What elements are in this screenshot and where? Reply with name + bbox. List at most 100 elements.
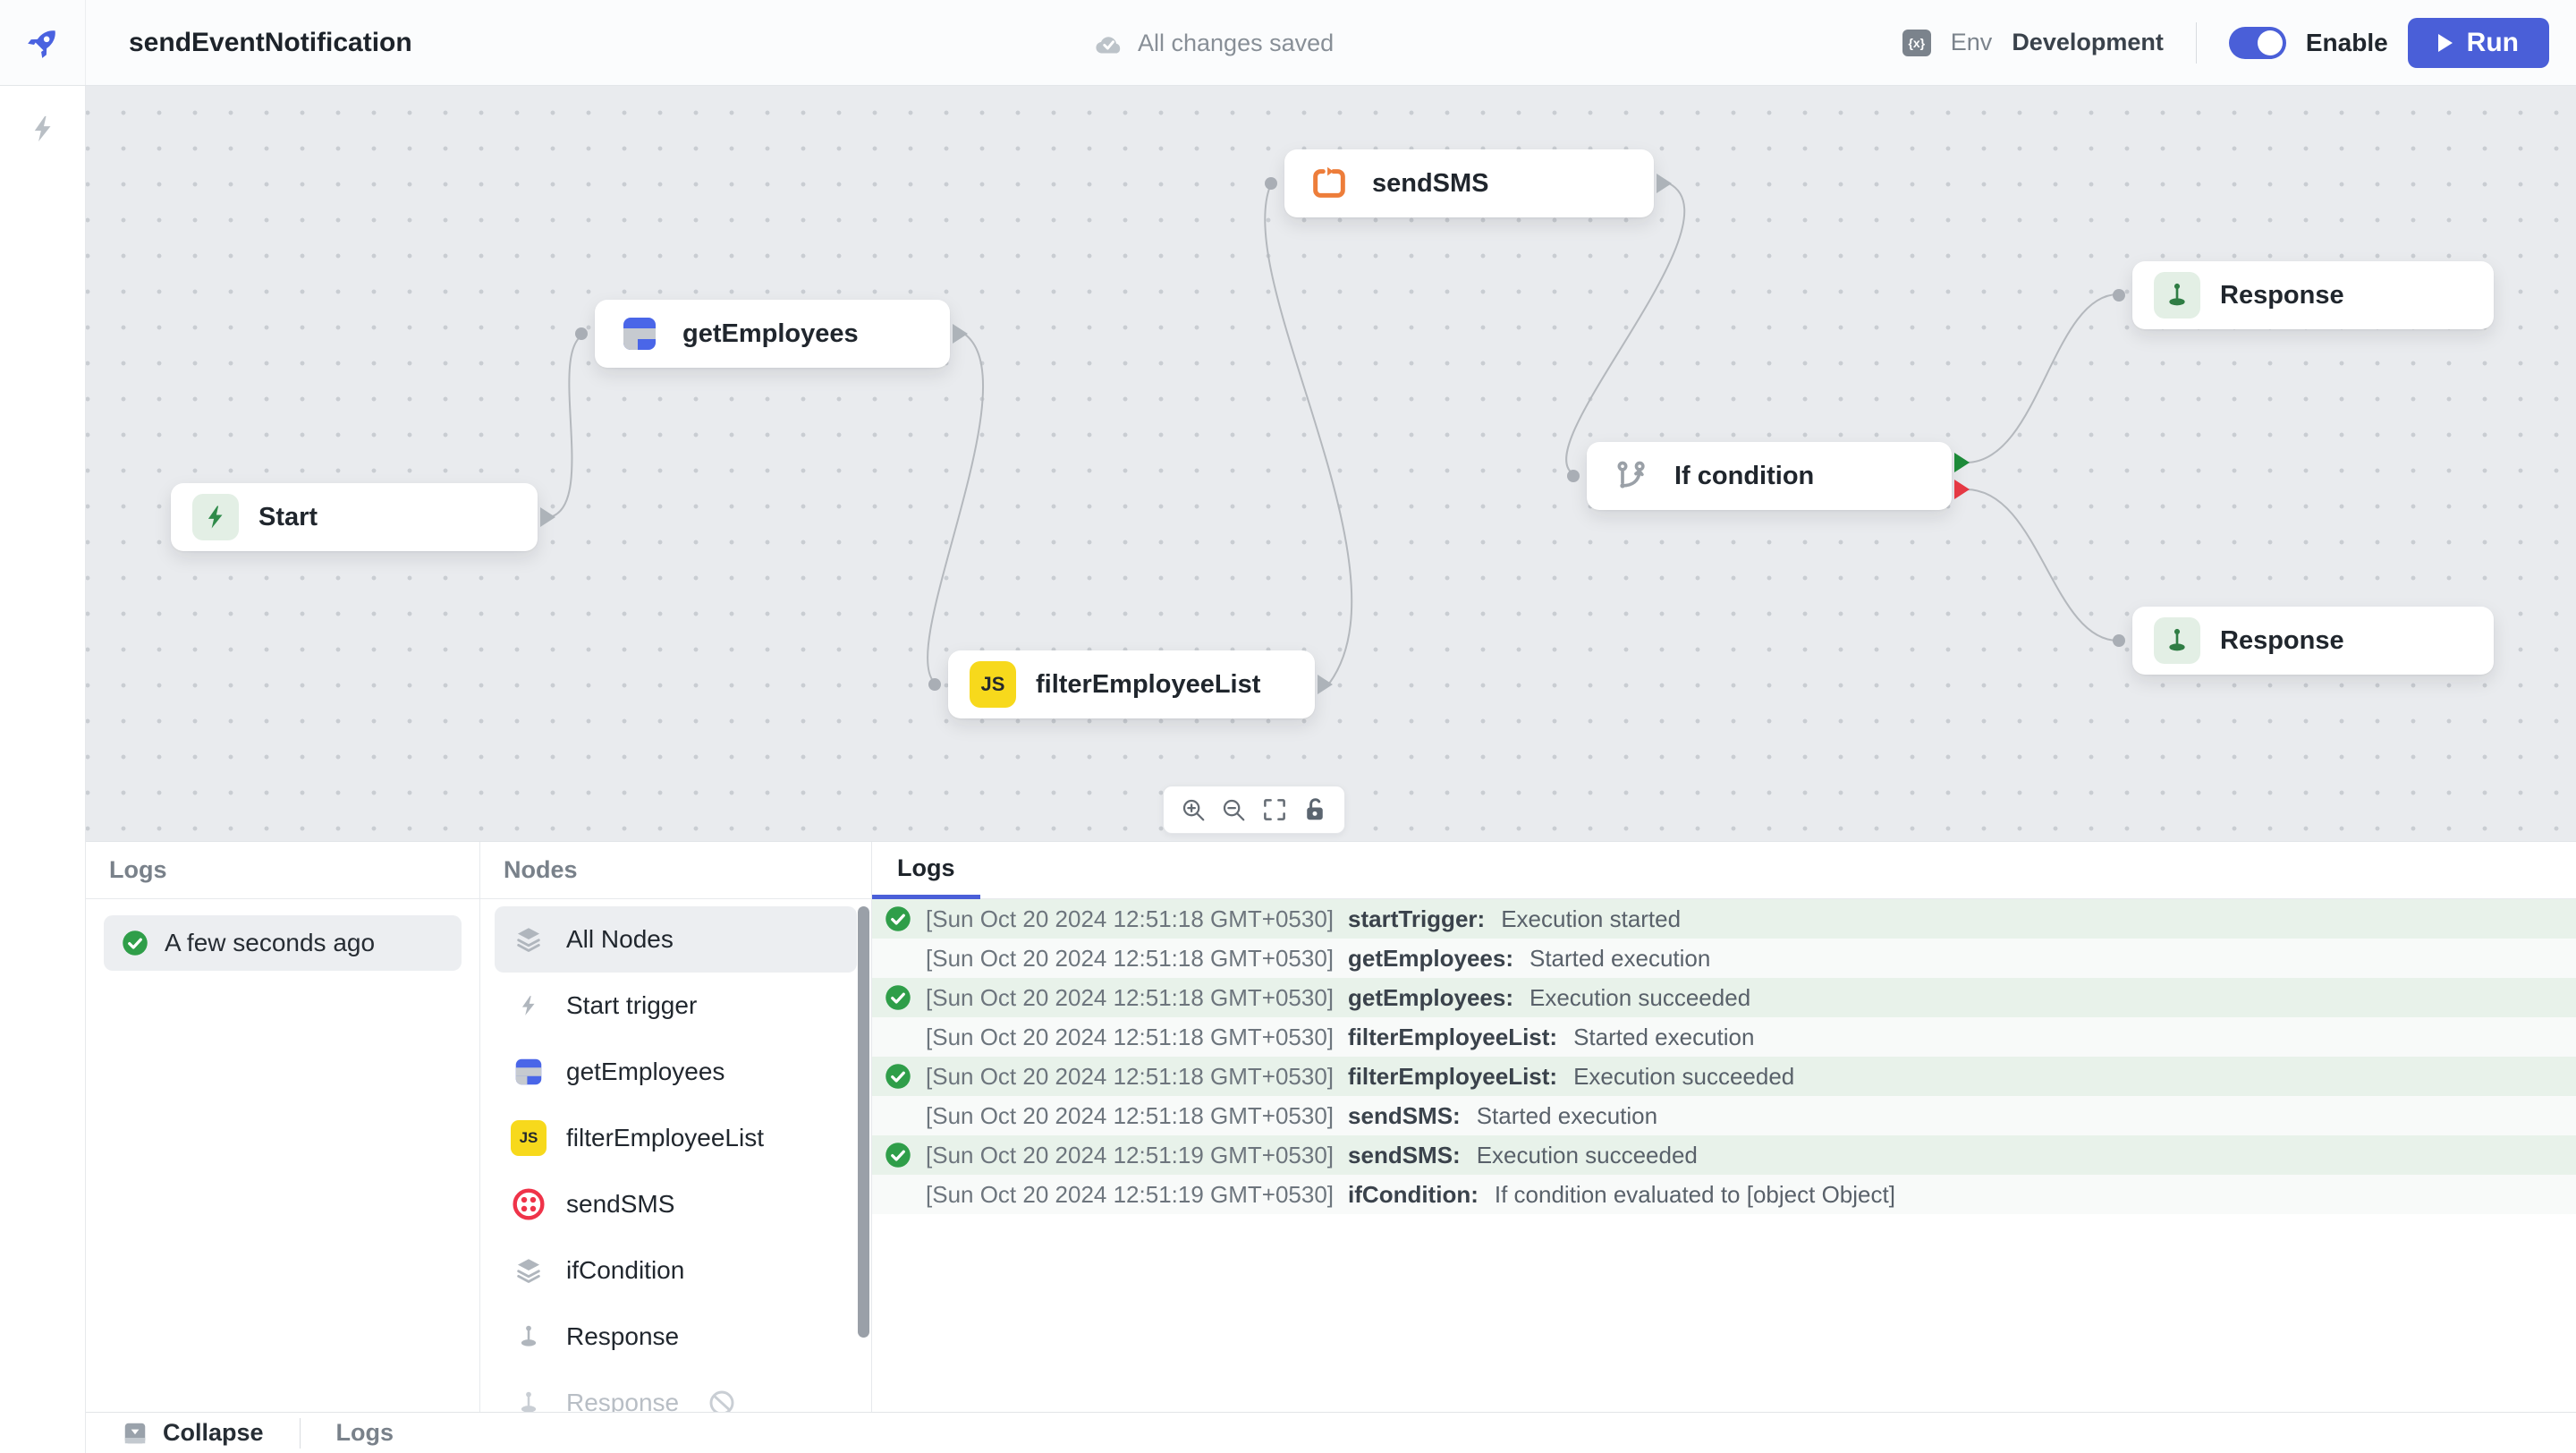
twilio-icon: [511, 1186, 547, 1222]
pin-icon: [511, 1319, 547, 1355]
log-row[interactable]: [Sun Oct 20 2024 12:51:18 GMT+0530] filt…: [872, 1057, 2576, 1096]
run-button[interactable]: Run: [2407, 17, 2549, 68]
output-handle[interactable]: [540, 507, 555, 527]
input-handle[interactable]: [1567, 470, 1580, 482]
pin-icon: [511, 1385, 547, 1412]
status-bar: Collapse Logs: [86, 1412, 2576, 1453]
log-message: Execution succeeded: [1573, 1062, 1795, 1090]
log-timestamp: [Sun Oct 20 2024 12:51:18 GMT+0530]: [926, 1062, 1335, 1090]
log-message: Execution succeeded: [1529, 983, 1751, 1011]
nodes-scrollbar[interactable]: [858, 906, 869, 1338]
zoom-out-icon[interactable]: [1220, 796, 1247, 823]
debug-panel: Logs A few seconds ago Nodes: [86, 841, 2576, 1412]
workflow-title[interactable]: sendEventNotification: [129, 27, 412, 57]
header-actions: {x} Env Development Enable Run: [1902, 17, 2576, 68]
bolt-icon: [192, 494, 239, 540]
divider: [2195, 21, 2197, 64]
cloud-check-icon: [1096, 37, 1121, 54]
branch-icon: [1608, 453, 1655, 499]
node-start[interactable]: Start: [171, 483, 555, 551]
log-row[interactable]: [Sun Oct 20 2024 12:51:19 GMT+0530] send…: [872, 1135, 2576, 1175]
run-label: Run: [2466, 27, 2519, 57]
log-timestamp: [Sun Oct 20 2024 12:51:18 GMT+0530]: [926, 944, 1335, 972]
node-response-1[interactable]: Response: [2113, 261, 2494, 329]
nodes-list-label: getEmployees: [566, 1058, 725, 1085]
node-if-condition[interactable]: If condition: [1567, 442, 1970, 510]
nodes-list-label: Response: [566, 1322, 680, 1350]
save-status-text: All changes saved: [1138, 29, 1335, 56]
success-check-icon: [123, 930, 148, 956]
nodes-list-label: ifCondition: [566, 1256, 685, 1284]
log-row[interactable]: [Sun Oct 20 2024 12:51:18 GMT+0530] filt…: [872, 1017, 2576, 1057]
node-send-sms[interactable]: sendSMS: [1265, 149, 1672, 217]
env-selector[interactable]: Development: [2012, 29, 2164, 55]
fit-view-icon[interactable]: [1261, 796, 1288, 823]
node-get-employees[interactable]: getEmployees: [575, 300, 968, 368]
app-logo[interactable]: [0, 0, 86, 85]
nodes-list-item-filter-employee-list[interactable]: JS filterEmployeeList: [495, 1105, 857, 1171]
input-handle[interactable]: [1265, 177, 1277, 190]
zoom-in-icon[interactable]: [1180, 796, 1207, 823]
log-source: sendSMS:: [1348, 1141, 1461, 1168]
log-row[interactable]: [Sun Oct 20 2024 12:51:18 GMT+0530] star…: [872, 899, 2576, 939]
output-handle[interactable]: [1657, 174, 1672, 193]
node-label: Response: [2220, 280, 2344, 310]
output-handle[interactable]: [953, 324, 968, 344]
pin-icon: [2154, 617, 2200, 664]
nodes-list-item-get-employees[interactable]: getEmployees: [495, 1039, 857, 1105]
log-message: Started execution: [1573, 1023, 1755, 1050]
left-rail: [0, 86, 86, 1453]
true-output-handle[interactable]: [1954, 453, 1970, 472]
input-handle[interactable]: [2113, 289, 2125, 302]
success-check-icon: [886, 1064, 911, 1089]
footer-logs-button[interactable]: Logs: [335, 1419, 394, 1446]
nodes-list-label: Response: [566, 1389, 680, 1412]
input-handle[interactable]: [575, 327, 588, 340]
log-rows: [Sun Oct 20 2024 12:51:18 GMT+0530] star…: [872, 899, 2576, 1214]
log-row[interactable]: [Sun Oct 20 2024 12:51:19 GMT+0530] ifCo…: [872, 1175, 2576, 1214]
success-check-icon: [886, 985, 911, 1010]
log-row[interactable]: [Sun Oct 20 2024 12:51:18 GMT+0530] getE…: [872, 939, 2576, 978]
log-timestamp: [Sun Oct 20 2024 12:51:18 GMT+0530]: [926, 905, 1335, 932]
nodes-list-item-all-nodes[interactable]: All Nodes: [495, 906, 857, 973]
top-bar: sendEventNotification All changes saved …: [0, 0, 2576, 86]
node-response-2[interactable]: Response: [2113, 607, 2494, 675]
enable-toggle[interactable]: [2228, 26, 2286, 59]
log-source: getEmployees:: [1348, 983, 1513, 1011]
log-message: Started execution: [1476, 1101, 1658, 1129]
log-message: Execution succeeded: [1476, 1141, 1698, 1168]
nodes-list-item-if-condition[interactable]: ifCondition: [495, 1237, 857, 1304]
log-row[interactable]: [Sun Oct 20 2024 12:51:18 GMT+0530] send…: [872, 1096, 2576, 1135]
run-history-item[interactable]: A few seconds ago: [104, 915, 462, 971]
node-label: filterEmployeeList: [1036, 669, 1261, 699]
edge-connections: [549, 183, 2119, 684]
input-handle[interactable]: [928, 678, 941, 691]
tab-logs[interactable]: Logs: [872, 842, 980, 899]
log-source: startTrigger:: [1348, 905, 1486, 932]
output-handle[interactable]: [1318, 675, 1333, 694]
collapse-panel-icon: [124, 1423, 146, 1443]
log-timestamp: [Sun Oct 20 2024 12:51:19 GMT+0530]: [926, 1141, 1335, 1168]
workflow-canvas[interactable]: Start getEmployees: [86, 86, 2576, 841]
enable-label: Enable: [2305, 28, 2388, 56]
false-output-handle[interactable]: [1954, 480, 1970, 499]
logs-panel: Logs [Sun Oct 20 2024 12:51:18 GMT+0530]…: [872, 842, 2576, 1412]
lock-icon[interactable]: [1301, 796, 1328, 823]
nodes-list-item-start-trigger[interactable]: Start trigger: [495, 973, 857, 1039]
input-handle[interactable]: [2113, 634, 2125, 647]
success-check-icon: [886, 1143, 911, 1168]
node-filter-employee-list[interactable]: JS filterEmployeeList: [928, 650, 1333, 718]
table-icon: [511, 1054, 547, 1090]
nodes-header: Nodes: [480, 842, 871, 899]
bolt-icon: [511, 988, 547, 1024]
nodes-list-label: All Nodes: [566, 925, 674, 953]
node-label: getEmployees: [682, 319, 859, 348]
collapse-button[interactable]: Collapse: [122, 1419, 264, 1447]
success-check-icon: [886, 906, 911, 931]
log-row[interactable]: [Sun Oct 20 2024 12:51:18 GMT+0530] getE…: [872, 978, 2576, 1017]
nodes-list-item-response-2[interactable]: Response: [495, 1370, 857, 1412]
trigger-rail-icon[interactable]: [28, 111, 58, 147]
run-history-panel: Logs A few seconds ago: [86, 842, 480, 1412]
nodes-list-item-response-1[interactable]: Response: [495, 1304, 857, 1370]
nodes-list-item-send-sms[interactable]: sendSMS: [495, 1171, 857, 1237]
